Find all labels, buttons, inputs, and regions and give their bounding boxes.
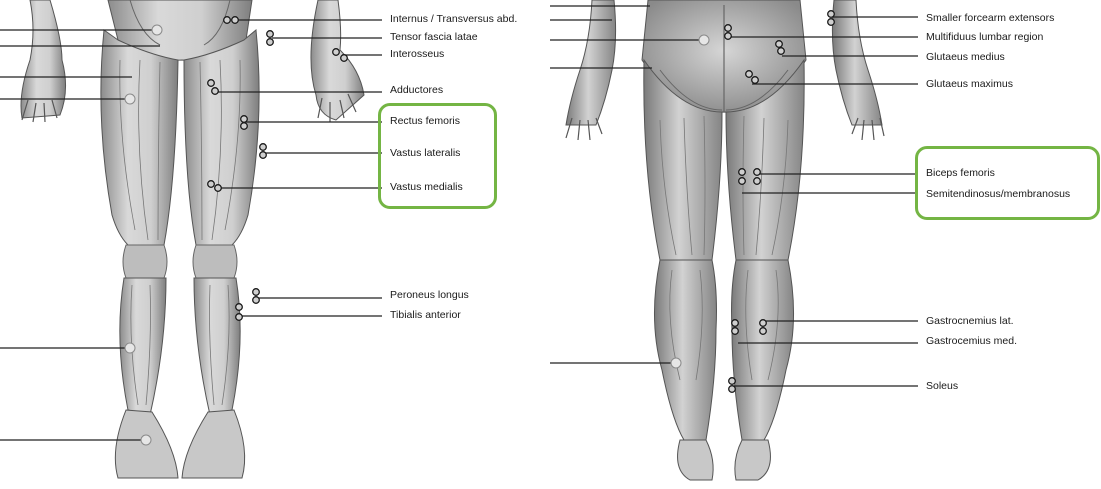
- front-right-knee: [123, 245, 167, 278]
- reference-electrode: [141, 435, 151, 445]
- electrode-marker: [754, 178, 761, 185]
- back-right-hand: [566, 0, 616, 125]
- electrode-marker: [212, 88, 219, 95]
- electrode-marker: [752, 77, 759, 84]
- front-left-thigh: [184, 30, 259, 245]
- electrode-marker: [739, 178, 746, 185]
- electrode-marker: [739, 169, 746, 176]
- electrode-marker: [224, 17, 231, 24]
- reference-electrode: [152, 25, 162, 35]
- label-multifiduus: Multifiduus lumbar region: [926, 31, 1043, 43]
- front-right-thigh: [101, 30, 178, 245]
- electrode-marker: [732, 320, 739, 327]
- label-soleus: Soleus: [926, 380, 958, 392]
- label-vastus-medialis: Vastus medialis: [390, 181, 463, 193]
- electrode-marker: [253, 297, 260, 304]
- label-glutaeus-maximus: Glutaeus maximus: [926, 78, 1013, 90]
- electrode-marker: [778, 48, 785, 55]
- label-interosseus: Interosseus: [390, 48, 444, 60]
- electrode-marker: [746, 71, 753, 78]
- front-body: [21, 0, 364, 478]
- electrode-marker: [760, 328, 767, 335]
- label-peroneus-longus: Peroneus longus: [390, 289, 469, 301]
- electrode-marker: [776, 41, 783, 48]
- electrode-marker: [754, 169, 761, 176]
- electrode-marker: [729, 378, 736, 385]
- electrode-marker: [725, 33, 732, 40]
- electrode-marker: [253, 289, 260, 296]
- label-gastrocemius-med: Gastrocemius med.: [926, 335, 1017, 347]
- front-left-hand: [311, 0, 364, 120]
- electrode-marker: [725, 25, 732, 32]
- label-biceps-femoris: Biceps femoris: [926, 167, 995, 179]
- front-left-knee: [193, 245, 237, 278]
- electrode-marker: [732, 328, 739, 335]
- label-rectus-femoris: Rectus femoris: [390, 115, 460, 127]
- electrode-marker: [208, 181, 215, 188]
- label-adductores: Adductores: [390, 84, 443, 96]
- label-gastrocnemius-lat: Gastrocnemius lat.: [926, 315, 1014, 327]
- electrode-marker: [260, 152, 267, 159]
- electrode-marker: [232, 17, 239, 24]
- electrode-marker: [260, 144, 267, 151]
- electrode-marker: [341, 55, 348, 62]
- back-left-hand: [832, 0, 882, 125]
- label-semitendinosus: Semitendinosus/membranosus: [926, 188, 1070, 200]
- front-left-foot: [182, 410, 245, 478]
- reference-electrode: [125, 94, 135, 104]
- electrode-marker: [208, 80, 215, 87]
- label-vastus-lateralis: Vastus lateralis: [390, 147, 460, 159]
- front-left-shin: [194, 278, 240, 415]
- label-tibialis-anterior: Tibialis anterior: [390, 309, 461, 321]
- electrode-marker: [760, 320, 767, 327]
- reference-electrode: [671, 358, 681, 368]
- back-highlight-box: [915, 146, 1100, 220]
- label-glutaeus-medius: Glutaeus medius: [926, 51, 1005, 63]
- electrode-marker: [241, 123, 248, 130]
- electrode-marker: [267, 31, 274, 38]
- electrode-marker: [241, 116, 248, 123]
- electrode-marker: [729, 386, 736, 393]
- electrode-marker: [333, 49, 340, 56]
- back-left-heel: [735, 440, 771, 480]
- electrode-marker: [828, 11, 835, 18]
- back-right-heel: [678, 440, 714, 480]
- back-left-calf: [732, 260, 794, 440]
- label-smaller-forearm-extensors: Smaller forcearm extensors: [926, 12, 1054, 24]
- label-internus-transversus: Internus / Transversus abd.: [390, 13, 517, 25]
- reference-electrode: [125, 343, 135, 353]
- electrode-marker: [267, 39, 274, 46]
- back-right-calf: [654, 260, 716, 440]
- electrode-marker: [828, 19, 835, 26]
- back-body: [566, 0, 884, 480]
- electrode-marker: [236, 314, 243, 321]
- label-tensor-fascia-latae: Tensor fascia latae: [390, 31, 478, 43]
- electrode-marker: [236, 304, 243, 311]
- electrode-marker: [215, 185, 222, 192]
- reference-electrode: [699, 35, 709, 45]
